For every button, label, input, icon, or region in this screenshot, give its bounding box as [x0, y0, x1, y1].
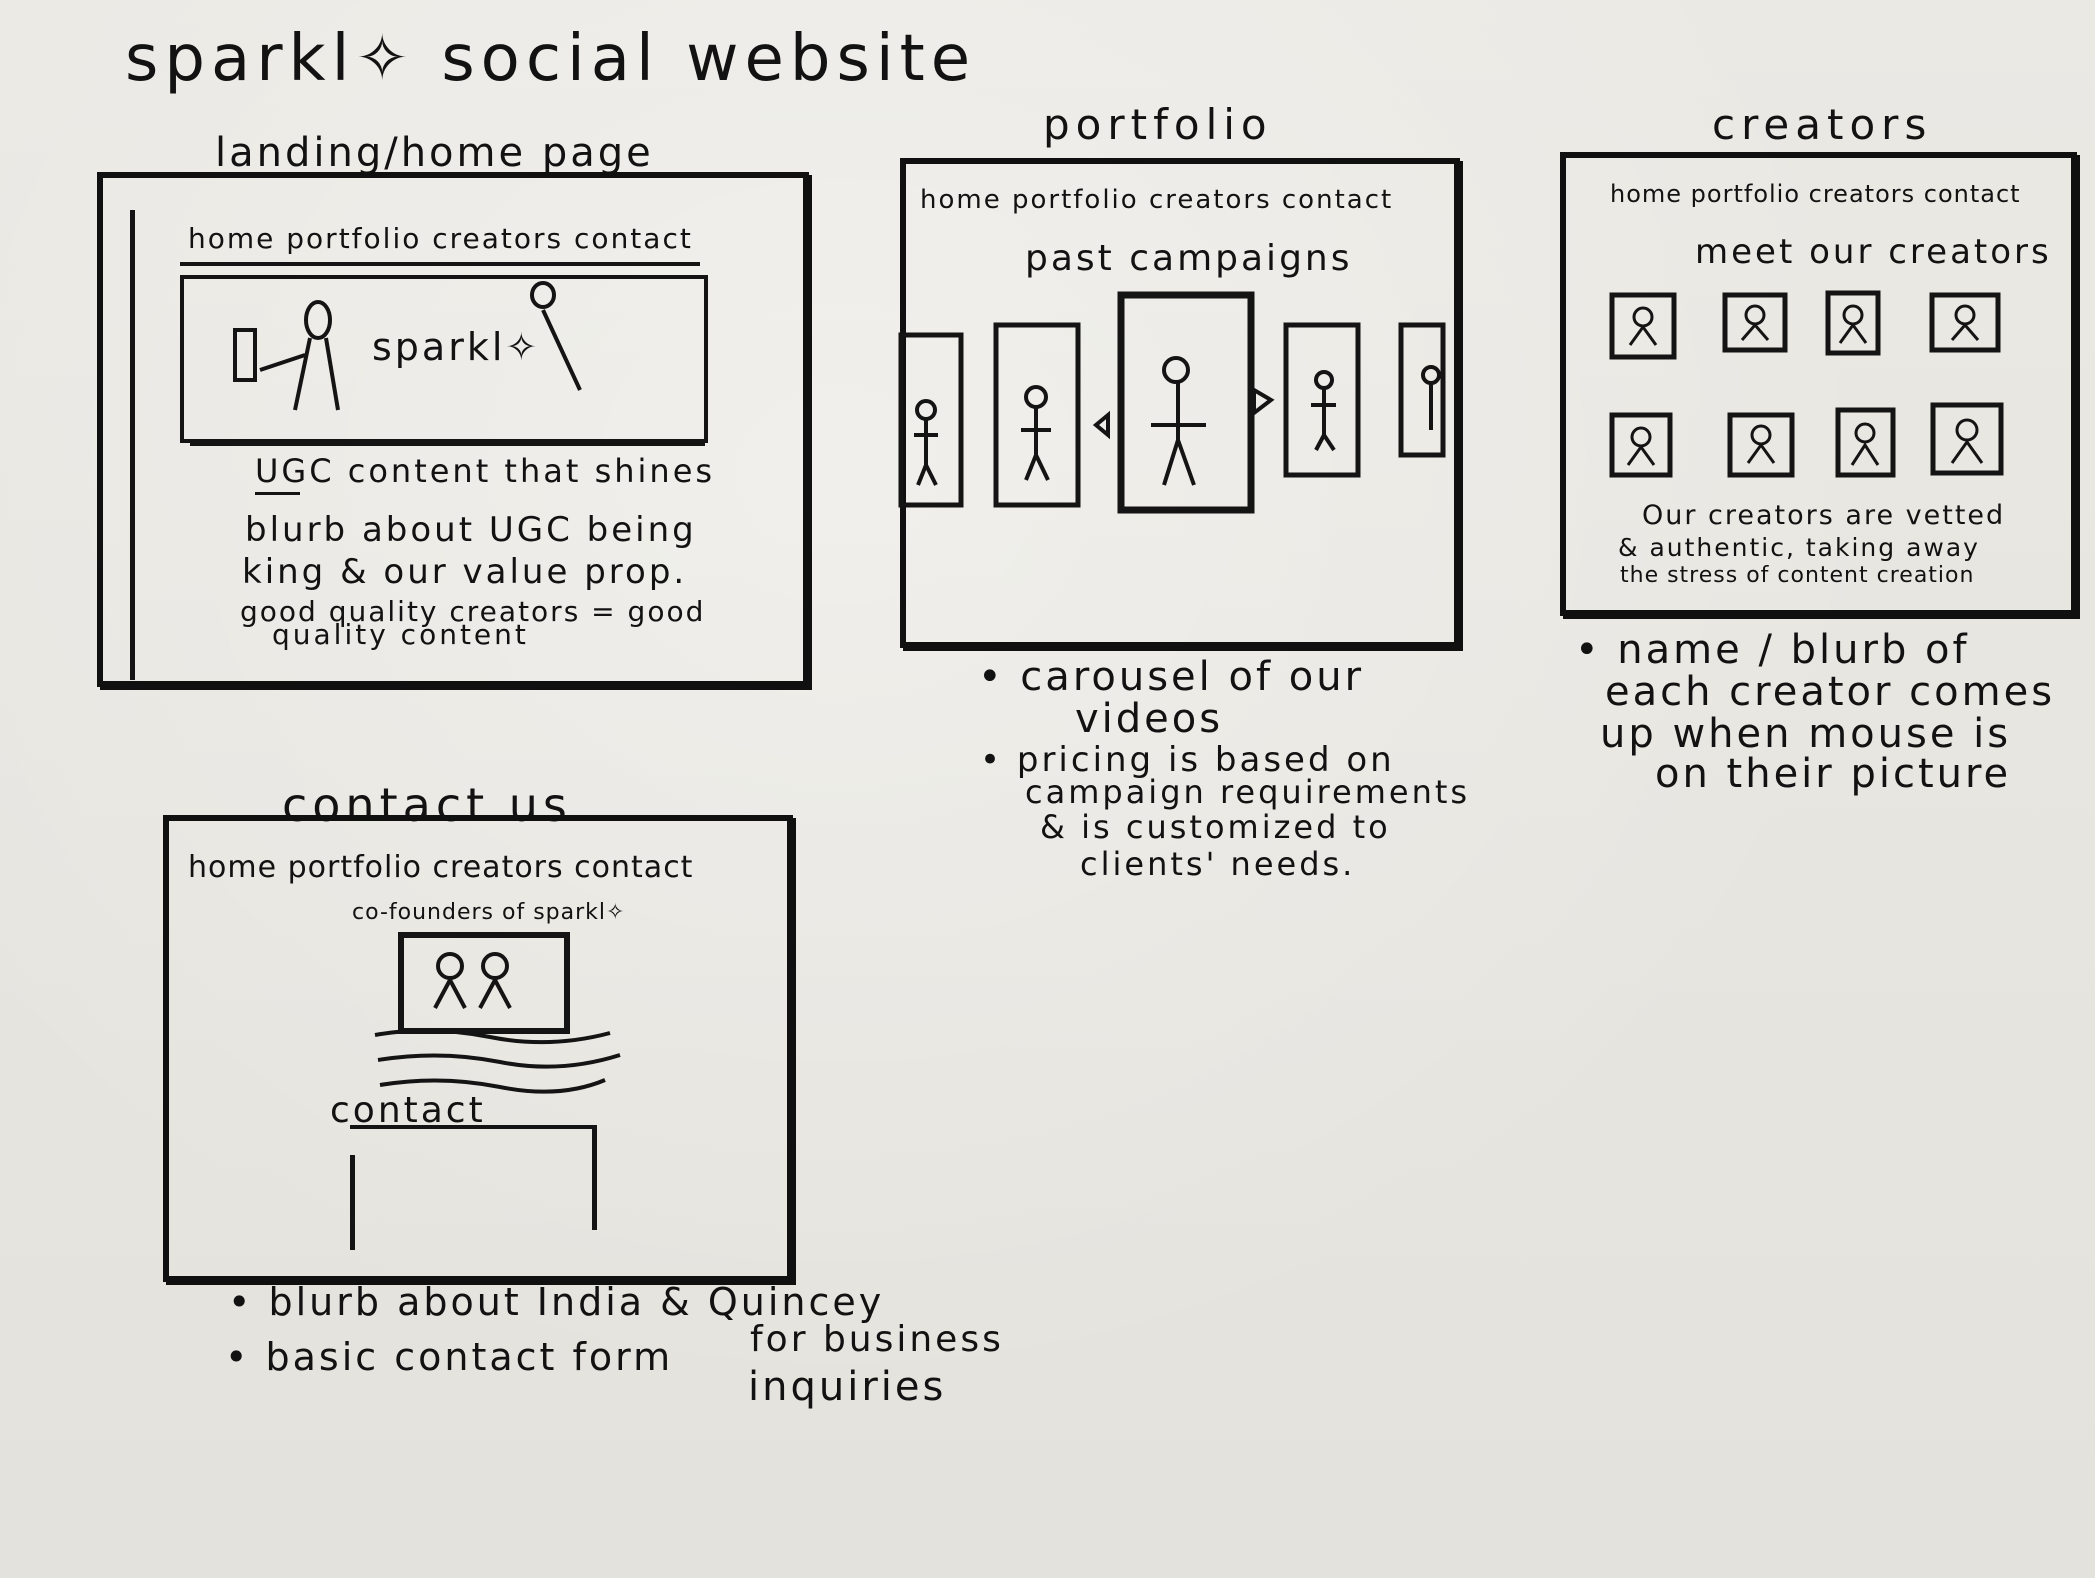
creators-note-1: • name / blurb of — [1575, 627, 1970, 673]
landing-blurb-4: quality content — [272, 618, 529, 651]
contact-form-top — [350, 1125, 595, 1129]
contact-form-right — [592, 1125, 597, 1230]
portfolio-note-2: videos — [1075, 696, 1224, 742]
contact-founders-label: co-founders of sparkl✧ — [352, 900, 626, 925]
landing-left-edge — [130, 210, 135, 680]
video-thumb-5 — [1398, 322, 1446, 458]
creator-photo-1 — [1609, 292, 1677, 360]
landing-tagline-underline — [255, 492, 300, 495]
portfolio-nav: home portfolio creators contact — [920, 185, 1394, 215]
landing-hero-text: sparkl✧ — [372, 325, 541, 369]
video-thumb-2 — [993, 322, 1081, 508]
creators-note-3: up when mouse is — [1600, 711, 2012, 757]
carousel-next-icon — [1252, 386, 1275, 418]
creators-caption-3: the stress of content creation — [1620, 563, 1975, 588]
creators-section-title: meet our creators — [1695, 232, 2052, 272]
contact-note-1: • blurb about India & Quincey — [228, 1280, 885, 1324]
portfolio-carousel — [898, 291, 1446, 514]
portfolio-note-6: clients' needs. — [1080, 845, 1356, 883]
landing-hero-figures — [233, 281, 582, 411]
contact-note-2: • basic contact form — [225, 1335, 674, 1379]
founders-figures — [433, 952, 512, 1009]
creators-note-2: each creator comes — [1605, 669, 2056, 715]
landing-blurb-3: good quality creators = good — [240, 595, 706, 628]
landing-hero-box — [180, 275, 708, 443]
landing-wireframe — [97, 172, 809, 687]
contact-wireframe — [163, 815, 793, 1282]
creators-caption-2: & authentic, taking away — [1618, 533, 1980, 562]
creators-nav: home portfolio creators contact — [1610, 180, 2021, 208]
creators-wireframe — [1560, 152, 2077, 616]
creators-caption-1: Our creators are vetted — [1642, 500, 2006, 531]
portfolio-section-title: past campaigns — [1025, 238, 1353, 279]
video-thumb-featured — [1117, 291, 1255, 514]
carousel-prev-icon — [1092, 410, 1110, 440]
sketch-title: sparkl✧ social website — [125, 22, 977, 96]
contact-note-3: for business — [750, 1319, 1004, 1360]
person-icon — [304, 300, 332, 340]
creator-photo-3 — [1825, 290, 1881, 356]
creator-photo-6 — [1727, 412, 1795, 478]
video-thumb-4 — [1283, 322, 1361, 478]
portfolio-note-3: • pricing is based on — [980, 740, 1395, 780]
landing-heading: landing/home page — [215, 130, 654, 176]
portfolio-note-5: & is customized to — [1040, 808, 1391, 846]
portfolio-note-1: • carousel of our — [978, 654, 1365, 700]
founders-photo — [398, 932, 570, 1034]
portfolio-heading: portfolio — [1043, 100, 1273, 149]
contact-heading: contact us — [282, 778, 572, 832]
landing-tagline: UGC content that shines — [255, 452, 716, 490]
creator-photo-8 — [1930, 402, 2004, 476]
contact-nav: home portfolio creators contact — [188, 850, 694, 885]
video-thumb-1 — [898, 332, 964, 508]
creator-photo-2 — [1722, 292, 1788, 353]
creators-note-4: on their picture — [1655, 751, 2012, 797]
landing-blurb-2: king & our value prop. — [242, 552, 688, 592]
creators-grid — [1609, 290, 2004, 478]
creators-heading: creators — [1712, 100, 1933, 149]
contact-form-left — [350, 1155, 355, 1250]
landing-blurb-1: blurb about UGC being — [245, 510, 697, 550]
contact-note-4: inquiries — [748, 1364, 947, 1410]
portfolio-note-4: campaign requirements — [1025, 773, 1471, 811]
creator-photo-5 — [1609, 412, 1673, 478]
creator-photo-7 — [1835, 407, 1896, 478]
landing-nav: home portfolio creators contact — [188, 222, 693, 255]
contact-form-label: contact — [330, 1090, 486, 1131]
landing-nav-line — [180, 262, 700, 266]
landing-hero-underline — [190, 442, 705, 446]
founders-blurb-lines — [374, 1028, 621, 1094]
creator-photo-4 — [1929, 292, 2001, 353]
phone-icon — [233, 328, 257, 382]
